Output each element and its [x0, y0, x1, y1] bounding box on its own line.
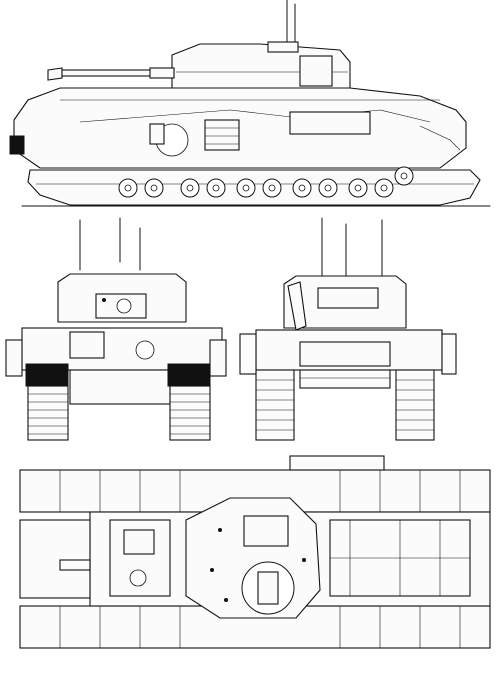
side-view: [9, 0, 491, 207]
side-louvres: [204, 119, 240, 151]
top-front-glacis: [19, 519, 91, 599]
front-driver-visor: [69, 331, 105, 359]
rear-left-track: [255, 369, 295, 441]
front-hull-mg: [135, 340, 155, 360]
front-lower-plate: [69, 369, 171, 405]
rear-exhaust-pipe: [287, 281, 307, 331]
front-left-track: [27, 385, 69, 441]
side-cupola: [267, 41, 299, 53]
side-road-wheels: [118, 166, 414, 198]
front-right-armor: [167, 363, 211, 387]
rear-lower-plate: [299, 369, 391, 389]
front-view: [5, 217, 227, 441]
side-pannier: [289, 111, 371, 135]
top-stowage-bin: [289, 455, 385, 471]
top-view: [19, 455, 491, 649]
top-loader-hatch: [243, 515, 289, 547]
rear-engine-deck: [299, 341, 391, 367]
front-left-fender: [5, 339, 23, 377]
rear-stowage-box: [317, 287, 379, 309]
rear-left-fender: [239, 333, 257, 375]
front-left-armor: [25, 363, 69, 387]
front-armor-block: [9, 135, 25, 155]
front-right-fender: [209, 339, 227, 377]
top-front-tow: [59, 559, 91, 571]
rear-view: [239, 217, 457, 441]
rear-right-track: [395, 369, 435, 441]
side-stowage-box: [299, 55, 333, 87]
muzzle-brake: [47, 67, 63, 81]
front-gun-muzzle: [116, 298, 132, 314]
side-hull: [13, 87, 467, 169]
rear-right-fender: [441, 333, 457, 375]
front-right-track: [169, 385, 211, 441]
front-hull: [21, 327, 223, 371]
